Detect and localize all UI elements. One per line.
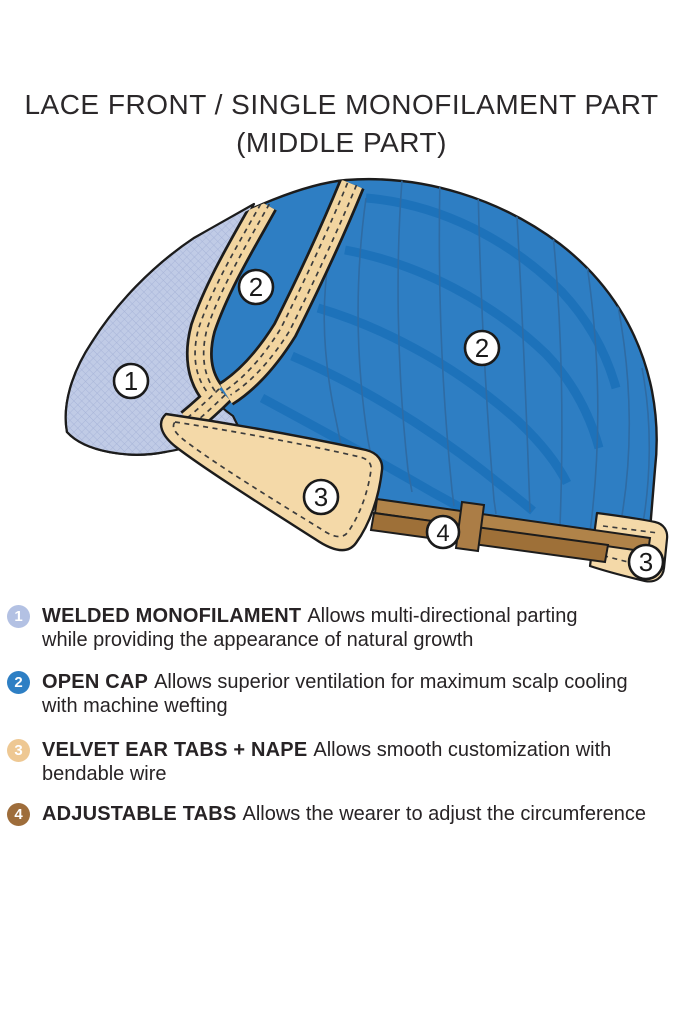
svg-text:2: 2 (475, 333, 489, 363)
machine-wefting (259, 179, 651, 541)
diagram-markers: 1 2 2 3 4 (112, 268, 665, 581)
marker-4-adjustable-tab: 4 (425, 514, 461, 550)
marker-3-nape-tab: 3 (627, 543, 665, 581)
legend-desc-1-line1: Allows multi-directional parting (307, 605, 578, 627)
legend-badge-4-number: 4 (14, 806, 23, 823)
svg-text:3: 3 (314, 482, 328, 512)
legend-title-3: VELVET EAR TABS + NAPE (42, 739, 308, 761)
legend-desc-2-line2: with machine wefting (42, 695, 228, 717)
legend-badge-3: 3 (7, 739, 30, 762)
legend-badge-1: 1 (7, 605, 30, 628)
marker-3-ear-tab: 3 (302, 478, 340, 516)
monofilament-part-bands (180, 179, 365, 433)
legend-badge-3-number: 3 (14, 742, 23, 759)
legend-badge-2-number: 2 (14, 674, 23, 691)
legend-title-4: ADJUSTABLE TABS (42, 803, 237, 825)
page-title: LACE FRONT / SINGLE MONOFILAMENT PART (M… (0, 86, 683, 162)
strap-slider (454, 500, 486, 553)
wig-cap-diagram: 1 2 2 3 4 (0, 172, 683, 612)
marker-2-open-cap-main: 2 (463, 329, 501, 367)
legend-desc-2-line1: Allows superior ventilation for maximum … (154, 671, 628, 693)
legend-desc-3-line1: Allows smooth customization with (313, 739, 612, 761)
svg-text:4: 4 (436, 520, 449, 547)
legend-badge-1-number: 1 (14, 608, 23, 625)
ear-tab (159, 412, 384, 552)
legend-desc-3-line2: bendable wire (42, 763, 167, 785)
marker-2-open-cap-front: 2 (237, 268, 275, 306)
page-title-line2: (MIDDLE PART) (236, 127, 447, 158)
marker-1-lace-front: 1 (112, 362, 150, 400)
legend-desc-4-line1: Allows the wearer to adjust the circumfe… (242, 803, 646, 825)
svg-text:3: 3 (639, 547, 653, 577)
page-title-line1: LACE FRONT / SINGLE MONOFILAMENT PART (24, 89, 659, 120)
legend-title-1: WELDED MONOFILAMENT (42, 605, 302, 627)
svg-text:1: 1 (124, 366, 138, 396)
legend-badge-2: 2 (7, 671, 30, 694)
legend-badge-4: 4 (7, 803, 30, 826)
svg-text:2: 2 (249, 272, 263, 302)
legend-title-2: OPEN CAP (42, 671, 149, 693)
legend-desc-1-line2: while providing the appearance of natura… (42, 629, 474, 651)
wig-cap-illustration: 1 2 2 3 4 (64, 178, 669, 583)
